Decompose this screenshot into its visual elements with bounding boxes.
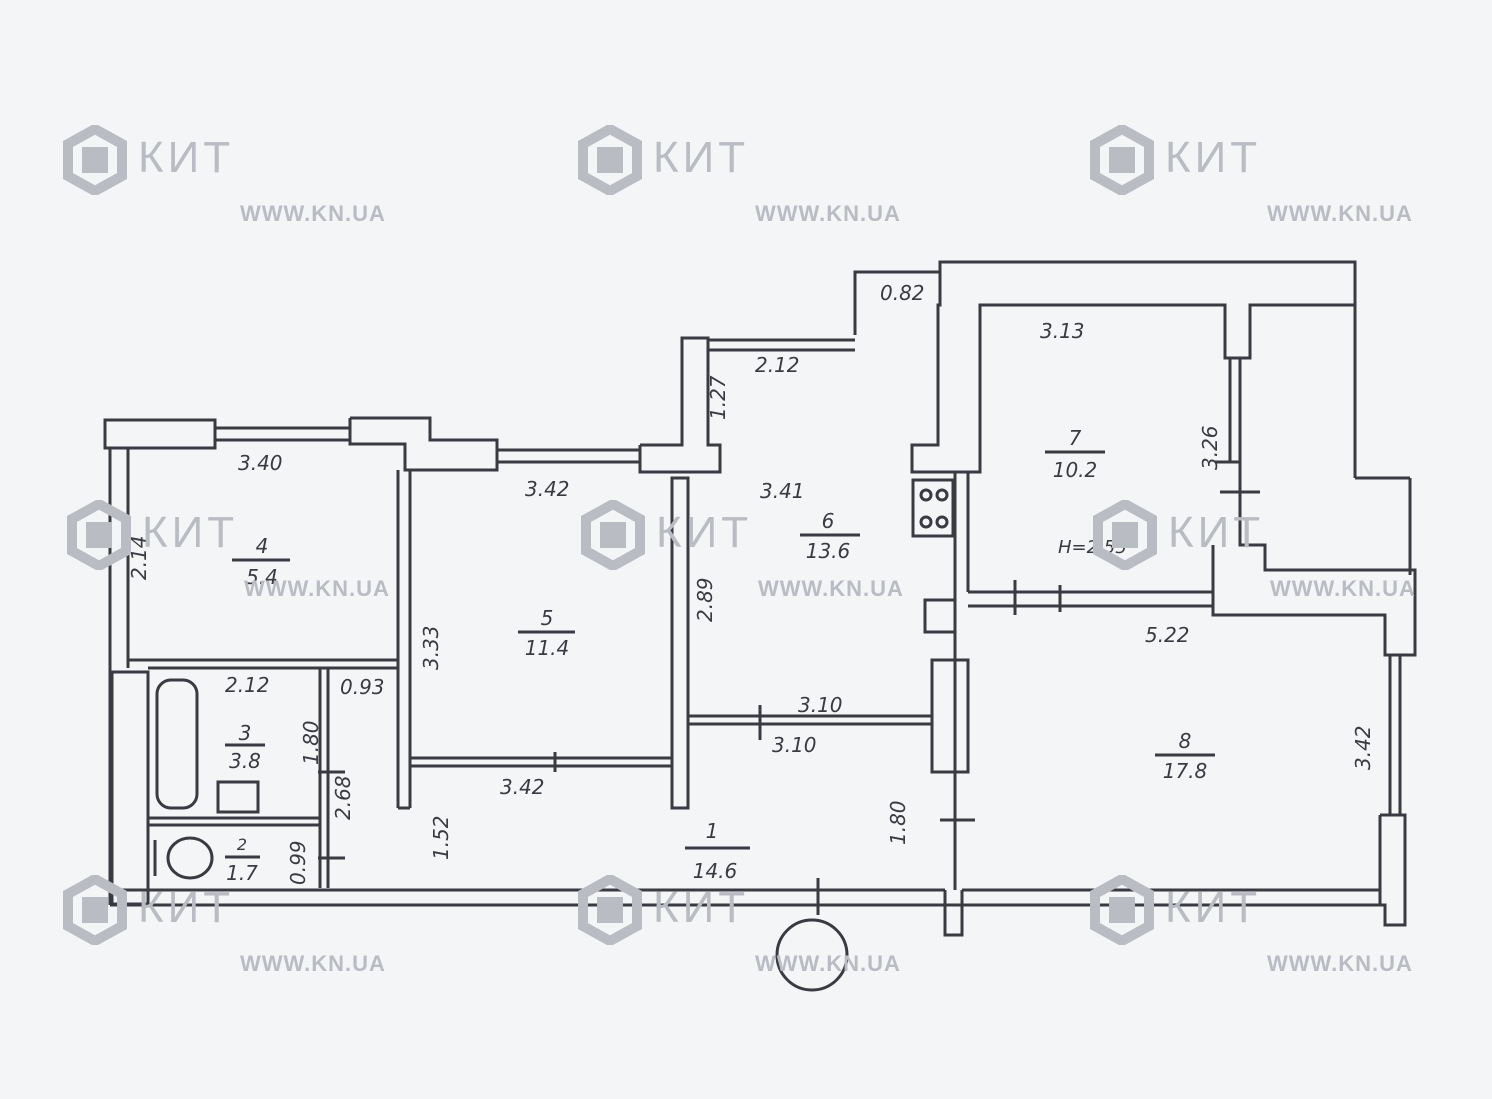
room-8-number: 8 bbox=[1179, 729, 1192, 753]
plan-walls bbox=[103, 260, 1417, 992]
dimension-label: 3.26 bbox=[1198, 425, 1222, 470]
dimension-label: 0.93 bbox=[340, 675, 385, 699]
watermark-url: WWW.KN.UA bbox=[755, 201, 901, 226]
watermark: КИТ WWW.KN.UA bbox=[575, 125, 935, 235]
wall-segment bbox=[348, 416, 499, 472]
brand-logo-icon bbox=[63, 125, 127, 195]
dimension-label: 1.27 bbox=[706, 375, 730, 420]
watermark: КИТ WWW.KN.UA bbox=[578, 500, 938, 610]
dimension-label: 3.40 bbox=[238, 451, 283, 475]
watermark-brand: КИТ bbox=[138, 883, 235, 932]
wall-segment bbox=[670, 476, 690, 810]
wall-segment bbox=[110, 670, 150, 906]
kitchen-sink-icon bbox=[923, 598, 957, 634]
watermark: КИТ WWW.KN.UA bbox=[575, 875, 935, 985]
dimension-label: 3.42 bbox=[500, 775, 545, 799]
room-1-number: 1 bbox=[706, 819, 719, 843]
dimension-labels: 3.40 3.42 2.12 0.82 1.27 3.41 3.13 3.26 … bbox=[127, 281, 1375, 885]
watermark-url: WWW.KN.UA bbox=[1270, 576, 1416, 601]
watermark: КИТ WWW.KN.UA bbox=[60, 875, 420, 985]
brand-logo-icon bbox=[578, 875, 642, 945]
watermark: КИТ WWW.KN.UA bbox=[64, 500, 424, 610]
dimension-label: 1.80 bbox=[886, 800, 910, 845]
room-4-area: 5.4 bbox=[246, 565, 278, 589]
dimension-label: 2.12 bbox=[225, 673, 270, 697]
room-4-number: 4 bbox=[256, 534, 269, 558]
brand-logo-icon bbox=[578, 125, 642, 195]
watermark-brand: КИТ bbox=[142, 508, 239, 557]
watermark-brand: КИТ bbox=[1165, 133, 1262, 182]
brand-logo-icon bbox=[67, 500, 131, 570]
dimension-label: 0.99 bbox=[286, 840, 310, 885]
room-7-number: 7 bbox=[1069, 426, 1082, 450]
dimension-label: 3.42 bbox=[1351, 725, 1375, 770]
watermark-brand: КИТ bbox=[1165, 883, 1262, 932]
watermark-url: WWW.KN.UA bbox=[244, 576, 390, 601]
watermark-url: WWW.KN.UA bbox=[758, 576, 904, 601]
toilet-icon bbox=[166, 836, 214, 880]
bathtub-icon bbox=[155, 678, 199, 810]
dimension-label: 3.10 bbox=[772, 733, 817, 757]
room-labels: 1 14.6 2 1.7 3 3.8 4 5.4 5 11.4 6 13.6 7… bbox=[226, 426, 1207, 885]
watermark-brand: КИТ bbox=[653, 133, 750, 182]
room-1-area: 14.6 bbox=[693, 859, 738, 883]
dimension-label: 2.89 bbox=[693, 577, 717, 622]
wall-segment bbox=[638, 336, 722, 474]
burner-icon bbox=[919, 515, 933, 529]
room-2-area: 1.7 bbox=[226, 861, 258, 885]
brand-logo-icon bbox=[1090, 125, 1154, 195]
sink-icon bbox=[216, 780, 260, 814]
watermark: КИТ WWW.KN.UA bbox=[60, 125, 420, 235]
room-2-number: 2 bbox=[237, 835, 247, 854]
dimension-label: 2.12 bbox=[755, 353, 800, 377]
dimension-label: 2.68 bbox=[331, 775, 355, 820]
wall-segment bbox=[930, 658, 970, 774]
brand-logo-icon bbox=[581, 500, 645, 570]
watermark-brand: КИТ bbox=[656, 508, 753, 557]
dimension-label: 1.52 bbox=[429, 815, 453, 860]
room-5-area: 11.4 bbox=[525, 636, 570, 660]
brand-logo-icon bbox=[1093, 500, 1157, 570]
brand-logo-icon bbox=[63, 875, 127, 945]
room-8-area: 17.8 bbox=[1163, 759, 1208, 783]
dimension-label: 5.22 bbox=[1145, 623, 1190, 647]
watermark-url: WWW.KN.UA bbox=[755, 951, 901, 976]
room-5-number: 5 bbox=[541, 606, 554, 630]
burner-icon bbox=[935, 488, 949, 502]
dimension-label: 1.80 bbox=[299, 720, 323, 765]
watermark-brand: КИТ bbox=[138, 133, 235, 182]
watermark: КИТ WWW.KN.UA bbox=[1090, 500, 1450, 610]
wall-segment bbox=[943, 890, 964, 937]
room-6-area: 13.6 bbox=[806, 539, 851, 563]
brand-logo-icon bbox=[1090, 875, 1154, 945]
watermark: КИТ WWW.KN.UA bbox=[1087, 125, 1447, 235]
room-7-area: 10.2 bbox=[1053, 458, 1098, 482]
watermark-url: WWW.KN.UA bbox=[1267, 201, 1413, 226]
room-6-number: 6 bbox=[822, 509, 835, 533]
dimension-label: 3.33 bbox=[419, 625, 443, 670]
watermark-brand: КИТ bbox=[1168, 508, 1265, 557]
watermark-url: WWW.KN.UA bbox=[240, 951, 386, 976]
stove-icon bbox=[911, 478, 955, 538]
dimension-label: 3.42 bbox=[525, 477, 570, 501]
burner-icon bbox=[919, 488, 933, 502]
watermark-url: WWW.KN.UA bbox=[1267, 951, 1413, 976]
entrance-circle bbox=[775, 918, 849, 992]
dimension-label: 3.13 bbox=[1040, 319, 1085, 343]
dimension-label: 3.10 bbox=[798, 693, 843, 717]
room-3-area: 3.8 bbox=[229, 749, 261, 773]
burner-icon bbox=[935, 515, 949, 529]
wall-segment bbox=[103, 418, 217, 450]
watermark-brand: КИТ bbox=[653, 883, 750, 932]
watermark: КИТ WWW.KN.UA bbox=[1087, 875, 1447, 985]
room-3-number: 3 bbox=[239, 721, 252, 745]
watermark-url: WWW.KN.UA bbox=[240, 201, 386, 226]
wall-segment bbox=[1211, 460, 1417, 657]
dimension-label: 3.41 bbox=[760, 479, 805, 503]
dimension-label: 0.82 bbox=[880, 281, 925, 305]
wall-segment bbox=[853, 260, 1357, 474]
